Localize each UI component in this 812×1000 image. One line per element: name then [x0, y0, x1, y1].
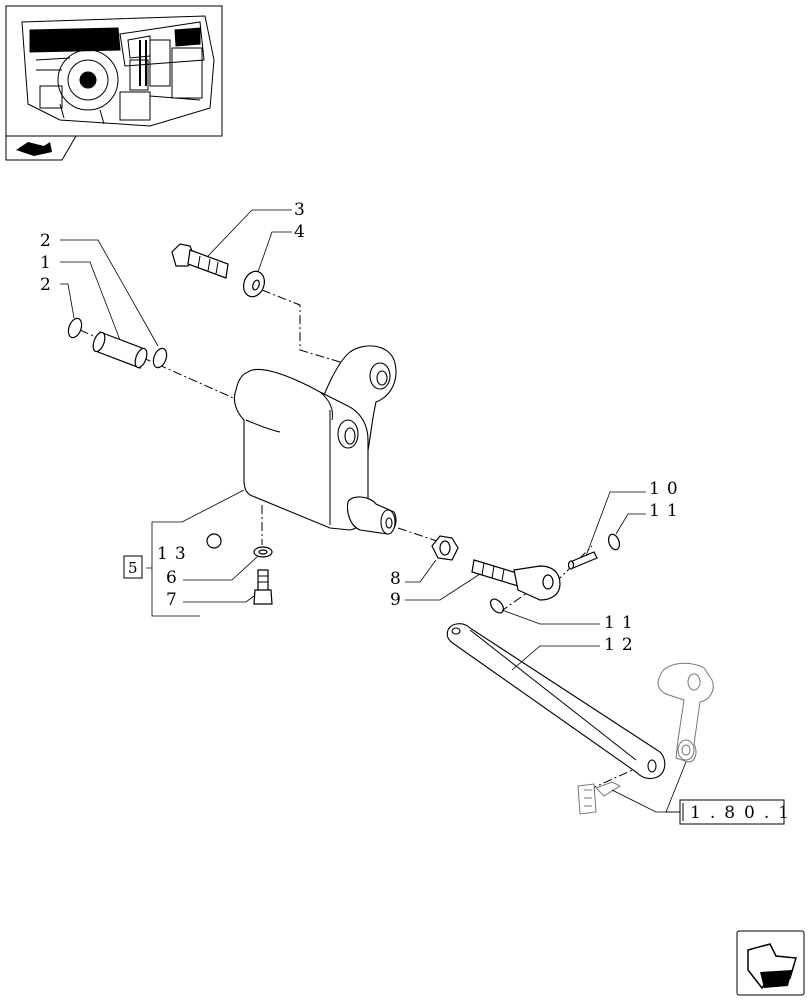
- callout-5-box: 5: [123, 555, 143, 579]
- callout-3: 3: [294, 200, 312, 220]
- clevis-part-9[interactable]: [471, 559, 561, 601]
- leader-lines: [60, 209, 687, 813]
- cross-reference-text: 1.80.1: [690, 803, 798, 823]
- callout-6: 6: [166, 568, 184, 588]
- linked-lever-reference: [577, 662, 714, 815]
- callout-11-upper: 11: [649, 501, 685, 521]
- callout-5: 5: [128, 559, 138, 577]
- callout-12: 12: [604, 635, 640, 655]
- callout-8: 8: [390, 569, 408, 589]
- cross-reference-link[interactable]: 1.80.1: [679, 799, 798, 825]
- callout-13: 13: [157, 544, 193, 564]
- callout-2-top: 2: [40, 231, 58, 251]
- snap-ring-part-2-right[interactable]: [151, 347, 169, 370]
- bolt-part-3[interactable]: [171, 243, 229, 279]
- nut-part-8[interactable]: [431, 535, 459, 561]
- link-rod-part-12[interactable]: [446, 623, 666, 780]
- callout-4: 4: [294, 222, 312, 242]
- callout-labels: 3 4 2 1 2 13 6 7 8 9 10 11 11 12: [40, 200, 685, 655]
- callout-10: 10: [649, 479, 685, 499]
- washer-part-4[interactable]: [240, 268, 268, 299]
- callout-11-lower: 11: [604, 613, 640, 633]
- clip-part-11-lower[interactable]: [488, 597, 506, 616]
- ball-part-13[interactable]: [206, 533, 222, 549]
- snap-ring-part-2-left[interactable]: [66, 317, 84, 340]
- clip-part-11-upper[interactable]: [607, 533, 622, 551]
- washer-part-6[interactable]: [253, 546, 273, 558]
- next-page-arrow-icon[interactable]: [736, 930, 805, 996]
- callout-1: 1: [40, 253, 58, 273]
- screw-part-7[interactable]: [253, 569, 273, 605]
- callout-7: 7: [166, 590, 184, 610]
- assembly-location-thumbnail[interactable]: [5, 5, 223, 137]
- pin-part-1[interactable]: [91, 331, 149, 369]
- section-arrow-icon: [5, 135, 77, 161]
- lever-bracket-main[interactable]: [233, 345, 397, 535]
- callout-2-lower: 2: [40, 275, 58, 295]
- callout-9: 9: [390, 590, 408, 610]
